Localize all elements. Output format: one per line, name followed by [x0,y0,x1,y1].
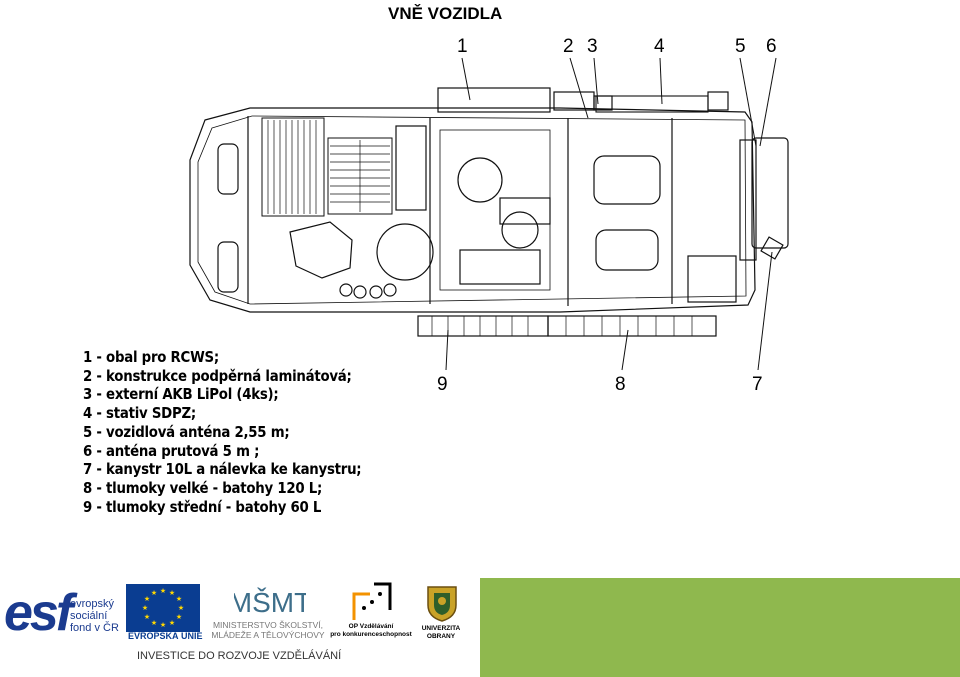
legend-item: 6 - anténa prutová 5 m ; [83,441,260,460]
legend-list: 1 - obal pro RCWS; 2 - konstrukce podpěr… [83,348,362,516]
backpacks-medium [417,315,549,337]
window-upper [593,155,661,205]
university-crest-icon [427,586,457,622]
rcws-cover [437,87,551,113]
canister [760,236,784,260]
svg-text:★: ★ [176,595,182,603]
msmt-label: MINISTERSTVO ŠKOLSTVÍ, MLÁDEŽE A TĚLOVÝC… [208,620,328,640]
callout-9: 9 [437,374,448,395]
op-line: pro konkurenceschopnost [330,631,412,638]
grille-left [261,117,325,217]
esf-logo-text: evropský sociální fond v ČR [70,598,119,634]
hatch-left [289,221,353,279]
callout-3: 3 [587,36,598,57]
legend-item: 1 - obal pro RCWS; [83,348,219,366]
external-battery [593,95,613,111]
svg-text:★: ★ [142,604,148,612]
callout-1: 1 [457,36,468,57]
svg-text:★: ★ [151,619,157,627]
callout-4: 4 [654,36,665,57]
svg-text:★: ★ [176,613,182,621]
investment-tagline: INVESTICE DO ROZVOJE VZDĚLÁVÁNÍ [137,650,342,662]
msmt-line: MINISTERSTVO ŠKOLSTVÍ, [212,620,324,630]
svg-text:★: ★ [144,595,150,603]
eu-flag-logo: ★★★ ★★★ ★★★ ★★★ [126,584,200,632]
svg-text:★: ★ [169,619,175,627]
legend-item: 8 - tlumoky velké - batohy 120 L; [83,478,323,497]
esf-line: sociální [70,610,108,622]
svg-text:★: ★ [178,604,184,612]
callout-8: 8 [615,374,626,395]
svg-text:★: ★ [160,621,166,629]
page-title: VNĚ VOZIDLA [388,4,503,23]
esf-logo: esf [4,584,73,642]
hatch-round [376,223,434,281]
msmt-mark: MŠMT [234,587,306,618]
callout-7: 7 [752,374,763,395]
hull-outline [189,107,756,313]
uni-line: UNIVERZITA [421,625,461,632]
svg-text:★: ★ [151,589,157,597]
esf-line: fond v ČR [70,622,119,634]
window-lower [595,229,659,271]
support-structure [553,91,595,111]
msmt-logo: MŠMT [234,587,306,618]
legend-item: 2 - konstrukce podpěrná laminátová; [83,366,352,385]
legend-item: 9 - tlumoky střední - batohy 60 L [83,497,322,516]
legend-item: 7 - kanystr 10L a nálevka ke kanystru; [83,460,362,479]
eu-label: EVROPSKÁ UNIE [128,631,203,641]
op-logo [352,582,392,620]
green-footer-block [480,578,960,677]
antenna-mount [751,137,789,249]
svg-text:★: ★ [169,589,175,597]
university-label: UNIVERZITA OBRANY [418,625,464,641]
svg-text:★: ★ [160,587,166,595]
msmt-line: MLÁDEŽE A TĚLOVÝCHOVY [211,630,325,640]
callout-5: 5 [735,36,746,57]
backpacks-large [547,315,717,337]
callout-6: 6 [766,36,777,57]
esf-line: evropský [70,598,115,610]
op-label: OP Vzdělávání pro konkurenceschopnost [330,623,412,639]
eu-stars-icon: ★★★ ★★★ ★★★ ★★★ [142,587,184,629]
legend-item: 5 - vozidlová anténa 2,55 m; [83,422,290,441]
svg-text:★: ★ [144,613,150,621]
legend-item: 3 - externí AKB LiPol (4ks); [83,385,279,404]
uni-line: OBRANY [426,633,456,640]
callout-2: 2 [563,36,574,57]
legend-item: 4 - stativ SDPZ; [83,404,196,423]
vehicle-top-view-drawing [189,57,789,371]
op-line: OP Vzdělávání [348,623,394,630]
grille-center [327,137,393,215]
